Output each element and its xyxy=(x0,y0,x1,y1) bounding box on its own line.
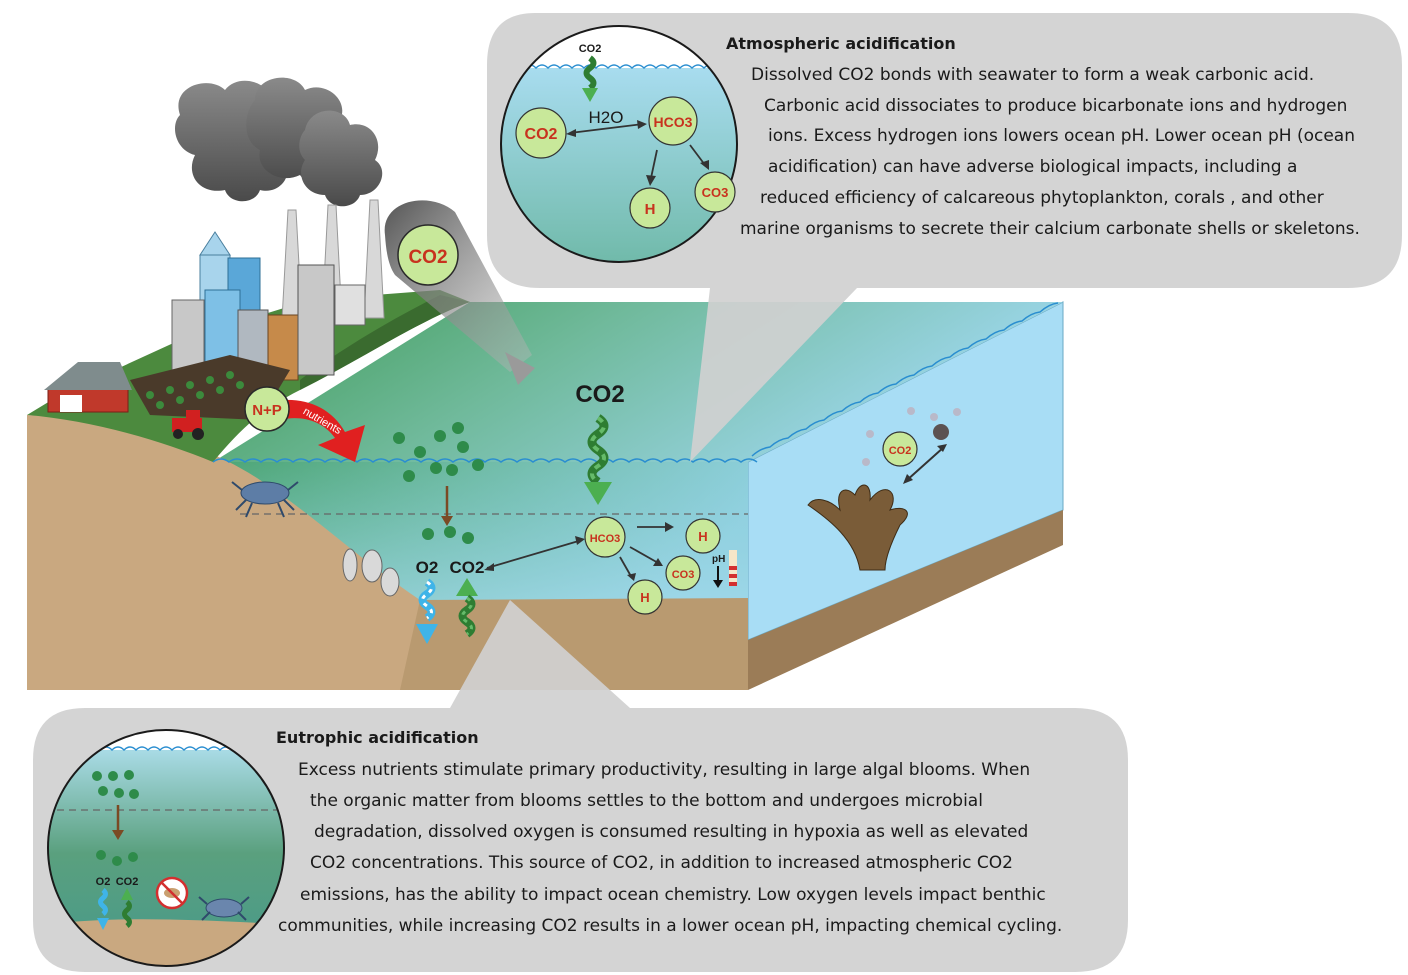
atmospheric-line-1: Dissolved CO2 bonds with seawater to for… xyxy=(751,65,1315,85)
water-h2-label: H xyxy=(640,590,649,605)
smokestacks xyxy=(281,199,385,321)
oyster-shells xyxy=(342,548,400,597)
emission-co2-label: CO2 xyxy=(408,247,447,268)
co2-emission-cone: CO2 xyxy=(384,200,535,385)
eutrophic-line-5: emissions, has the ability to impact oce… xyxy=(300,885,1046,905)
co2-up-arrow xyxy=(456,578,478,638)
water-co3-label: CO3 xyxy=(672,569,695,581)
water-chemistry: HCO3 H CO3 H pH xyxy=(484,516,737,615)
atm-inset-h2o: H2O xyxy=(589,108,624,127)
surface-co2-label: CO2 xyxy=(575,381,624,408)
eutrophic-line-2: the organic matter from blooms settles t… xyxy=(310,791,983,811)
crab xyxy=(231,481,299,518)
np-badge: N+P xyxy=(244,386,290,432)
atmospheric-line-5: reduced efficiency of calcareous phytopl… xyxy=(760,188,1324,208)
reef-co2-label: CO2 xyxy=(889,445,912,457)
coral xyxy=(807,484,908,571)
farm-barn xyxy=(44,362,132,413)
eutrophic-title: Eutrophic acidification xyxy=(276,728,479,747)
atmospheric-line-4: acidification) can have adverse biologic… xyxy=(768,157,1298,177)
atmospheric-line-3: ions. Excess hydrogen ions lowers ocean … xyxy=(768,126,1355,146)
atm-inset-co3: CO3 xyxy=(702,185,729,200)
factory-smoke xyxy=(175,77,383,207)
water-hco3-label: HCO3 xyxy=(590,533,621,545)
np-label: N+P xyxy=(252,402,282,419)
eutrophic-line-3: degradation, dissolved oxygen is consume… xyxy=(314,822,1029,842)
atm-inset-hco3: HCO3 xyxy=(654,114,693,130)
atm-inset-h: H xyxy=(645,201,656,218)
water-h-label: H xyxy=(698,529,707,544)
bottom-o2-label: O2 xyxy=(416,558,439,577)
eut-inset-co2: CO2 xyxy=(116,876,139,888)
ph-label: pH xyxy=(712,554,725,565)
tractor xyxy=(172,410,204,440)
eutrophic-line-4: CO2 concentrations. This source of CO2, … xyxy=(310,853,1013,873)
no-fish-icon xyxy=(155,876,189,910)
atmospheric-callout: CO2 CO2 H2O HCO3 H CO3 xyxy=(487,13,1402,462)
atm-inset-co2: CO2 xyxy=(525,126,558,143)
co2-influx-arrow xyxy=(584,414,612,505)
atmospheric-title: Atmospheric acidification xyxy=(726,34,956,53)
city-buildings xyxy=(171,231,366,381)
o2-down-arrow xyxy=(416,578,438,644)
inset-crab-icon xyxy=(198,896,250,921)
sinking-arrow xyxy=(441,486,453,526)
algal-bloom xyxy=(393,422,484,544)
atmospheric-line-6: marine organisms to secrete their calciu… xyxy=(740,219,1360,239)
eut-inset-o2: O2 xyxy=(96,876,111,888)
atmospheric-line-2: Carbonic acid dissociates to produce bic… xyxy=(764,96,1348,116)
bottom-co2-label: CO2 xyxy=(450,558,485,577)
atm-inset-co2-top: CO2 xyxy=(579,43,602,55)
coral-co2: CO2 xyxy=(862,407,961,484)
eutrophic-line-6: communities, while increasing CO2 result… xyxy=(278,916,1063,936)
ph-scale xyxy=(729,550,737,586)
eutrophic-callout: O2 CO2 xyxy=(33,600,1128,972)
eutrophic-line-1: Excess nutrients stimulate primary produ… xyxy=(298,760,1031,780)
